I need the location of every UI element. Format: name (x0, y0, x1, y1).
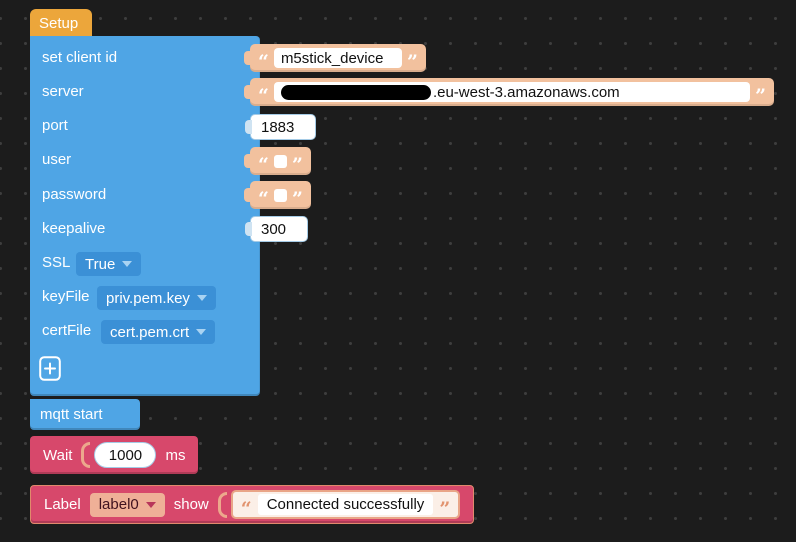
setup-block-tab[interactable]: Setup (30, 9, 93, 37)
row-label-keepalive: keepalive (42, 220, 106, 237)
block-connector-notch (244, 154, 251, 168)
block-connector-notch (244, 51, 251, 65)
close-quote-icon: ” (291, 154, 303, 176)
keepalive-input[interactable]: 300 (261, 220, 287, 238)
close-quote-icon: ” (291, 188, 303, 210)
label-target-value: label0 (98, 496, 139, 513)
close-quote-icon: ” (755, 85, 766, 107)
number-block-keepalive[interactable]: 300 (245, 216, 308, 242)
certfile-dropdown[interactable]: cert.pem.crt (101, 320, 216, 344)
wait-duration-input[interactable]: 1000 (94, 442, 157, 468)
open-quote-icon: “ (258, 51, 269, 73)
wait-block[interactable]: Wait 1000 ms (30, 436, 199, 474)
message-input[interactable]: Connected successfully (257, 494, 434, 515)
label-block-label: Label (44, 496, 81, 513)
mqtt-start-block[interactable]: mqtt start (30, 399, 140, 430)
wait-unit-label: ms (165, 446, 186, 464)
value-socket (217, 491, 227, 518)
string-block-message[interactable]: “ Connected successfully ” (230, 490, 461, 520)
label-show-block[interactable]: Label label0 show “ Connected successful… (30, 485, 475, 524)
password-input[interactable] (273, 188, 287, 202)
server-address-suffix: .eu-west-3.amazonaws.com (432, 83, 620, 101)
ssl-dropdown[interactable]: True (76, 252, 142, 276)
value-socket (81, 442, 91, 468)
block-connector-notch (244, 188, 251, 202)
block-connector-notch (245, 222, 252, 236)
string-block-server[interactable]: “ .eu-west-3.amazonaws.com ” (244, 78, 774, 107)
ssl-dropdown-value: True (85, 255, 116, 273)
server-input[interactable]: .eu-west-3.amazonaws.com (273, 82, 751, 102)
block-connector-notch (244, 85, 251, 99)
label-action-label: show (173, 496, 209, 513)
number-block-port[interactable]: 1883 (245, 114, 316, 140)
row-label-port: port (42, 117, 68, 134)
wait-label: Wait (43, 446, 73, 464)
block-connector-notch (245, 120, 252, 134)
row-label-ssl: SSL (42, 254, 71, 271)
open-quote-icon: “ (258, 85, 269, 107)
row-label-user: user (42, 151, 72, 168)
label-target-dropdown[interactable]: label0 (89, 492, 165, 517)
add-parameter-button[interactable] (38, 355, 62, 382)
chevron-down-icon (122, 261, 133, 267)
plus-icon (39, 356, 61, 381)
keyfile-dropdown[interactable]: priv.pem.key (97, 286, 216, 310)
redacted-text-bar (280, 84, 431, 100)
keyfile-dropdown-value: priv.pem.key (106, 289, 190, 307)
mqtt-start-label: mqtt start (40, 406, 103, 423)
open-quote-icon: “ (240, 497, 252, 520)
client-id-input[interactable]: m5stick_device (273, 48, 402, 68)
port-input[interactable]: 1883 (261, 118, 295, 136)
close-quote-icon: ” (439, 497, 451, 520)
chevron-down-icon (196, 295, 207, 301)
certfile-dropdown-value: cert.pem.crt (110, 323, 190, 341)
open-quote-icon: “ (258, 154, 269, 176)
string-block-client-id[interactable]: “ m5stick_device ” (244, 44, 426, 73)
open-quote-icon: “ (258, 188, 269, 210)
string-block-password[interactable]: “ ” (244, 181, 311, 210)
row-label-client-id: set client id (42, 49, 118, 66)
user-input[interactable] (273, 154, 287, 168)
row-label-keyfile: keyFile (42, 288, 90, 305)
row-label-server: server (42, 83, 84, 100)
row-label-certfile: certFile (42, 322, 92, 339)
row-label-password: password (42, 186, 107, 203)
chevron-down-icon (196, 329, 207, 335)
chevron-down-icon (145, 501, 156, 508)
setup-tab-label: Setup (39, 14, 79, 32)
close-quote-icon: ” (406, 51, 418, 73)
string-block-user[interactable]: “ ” (244, 147, 311, 176)
